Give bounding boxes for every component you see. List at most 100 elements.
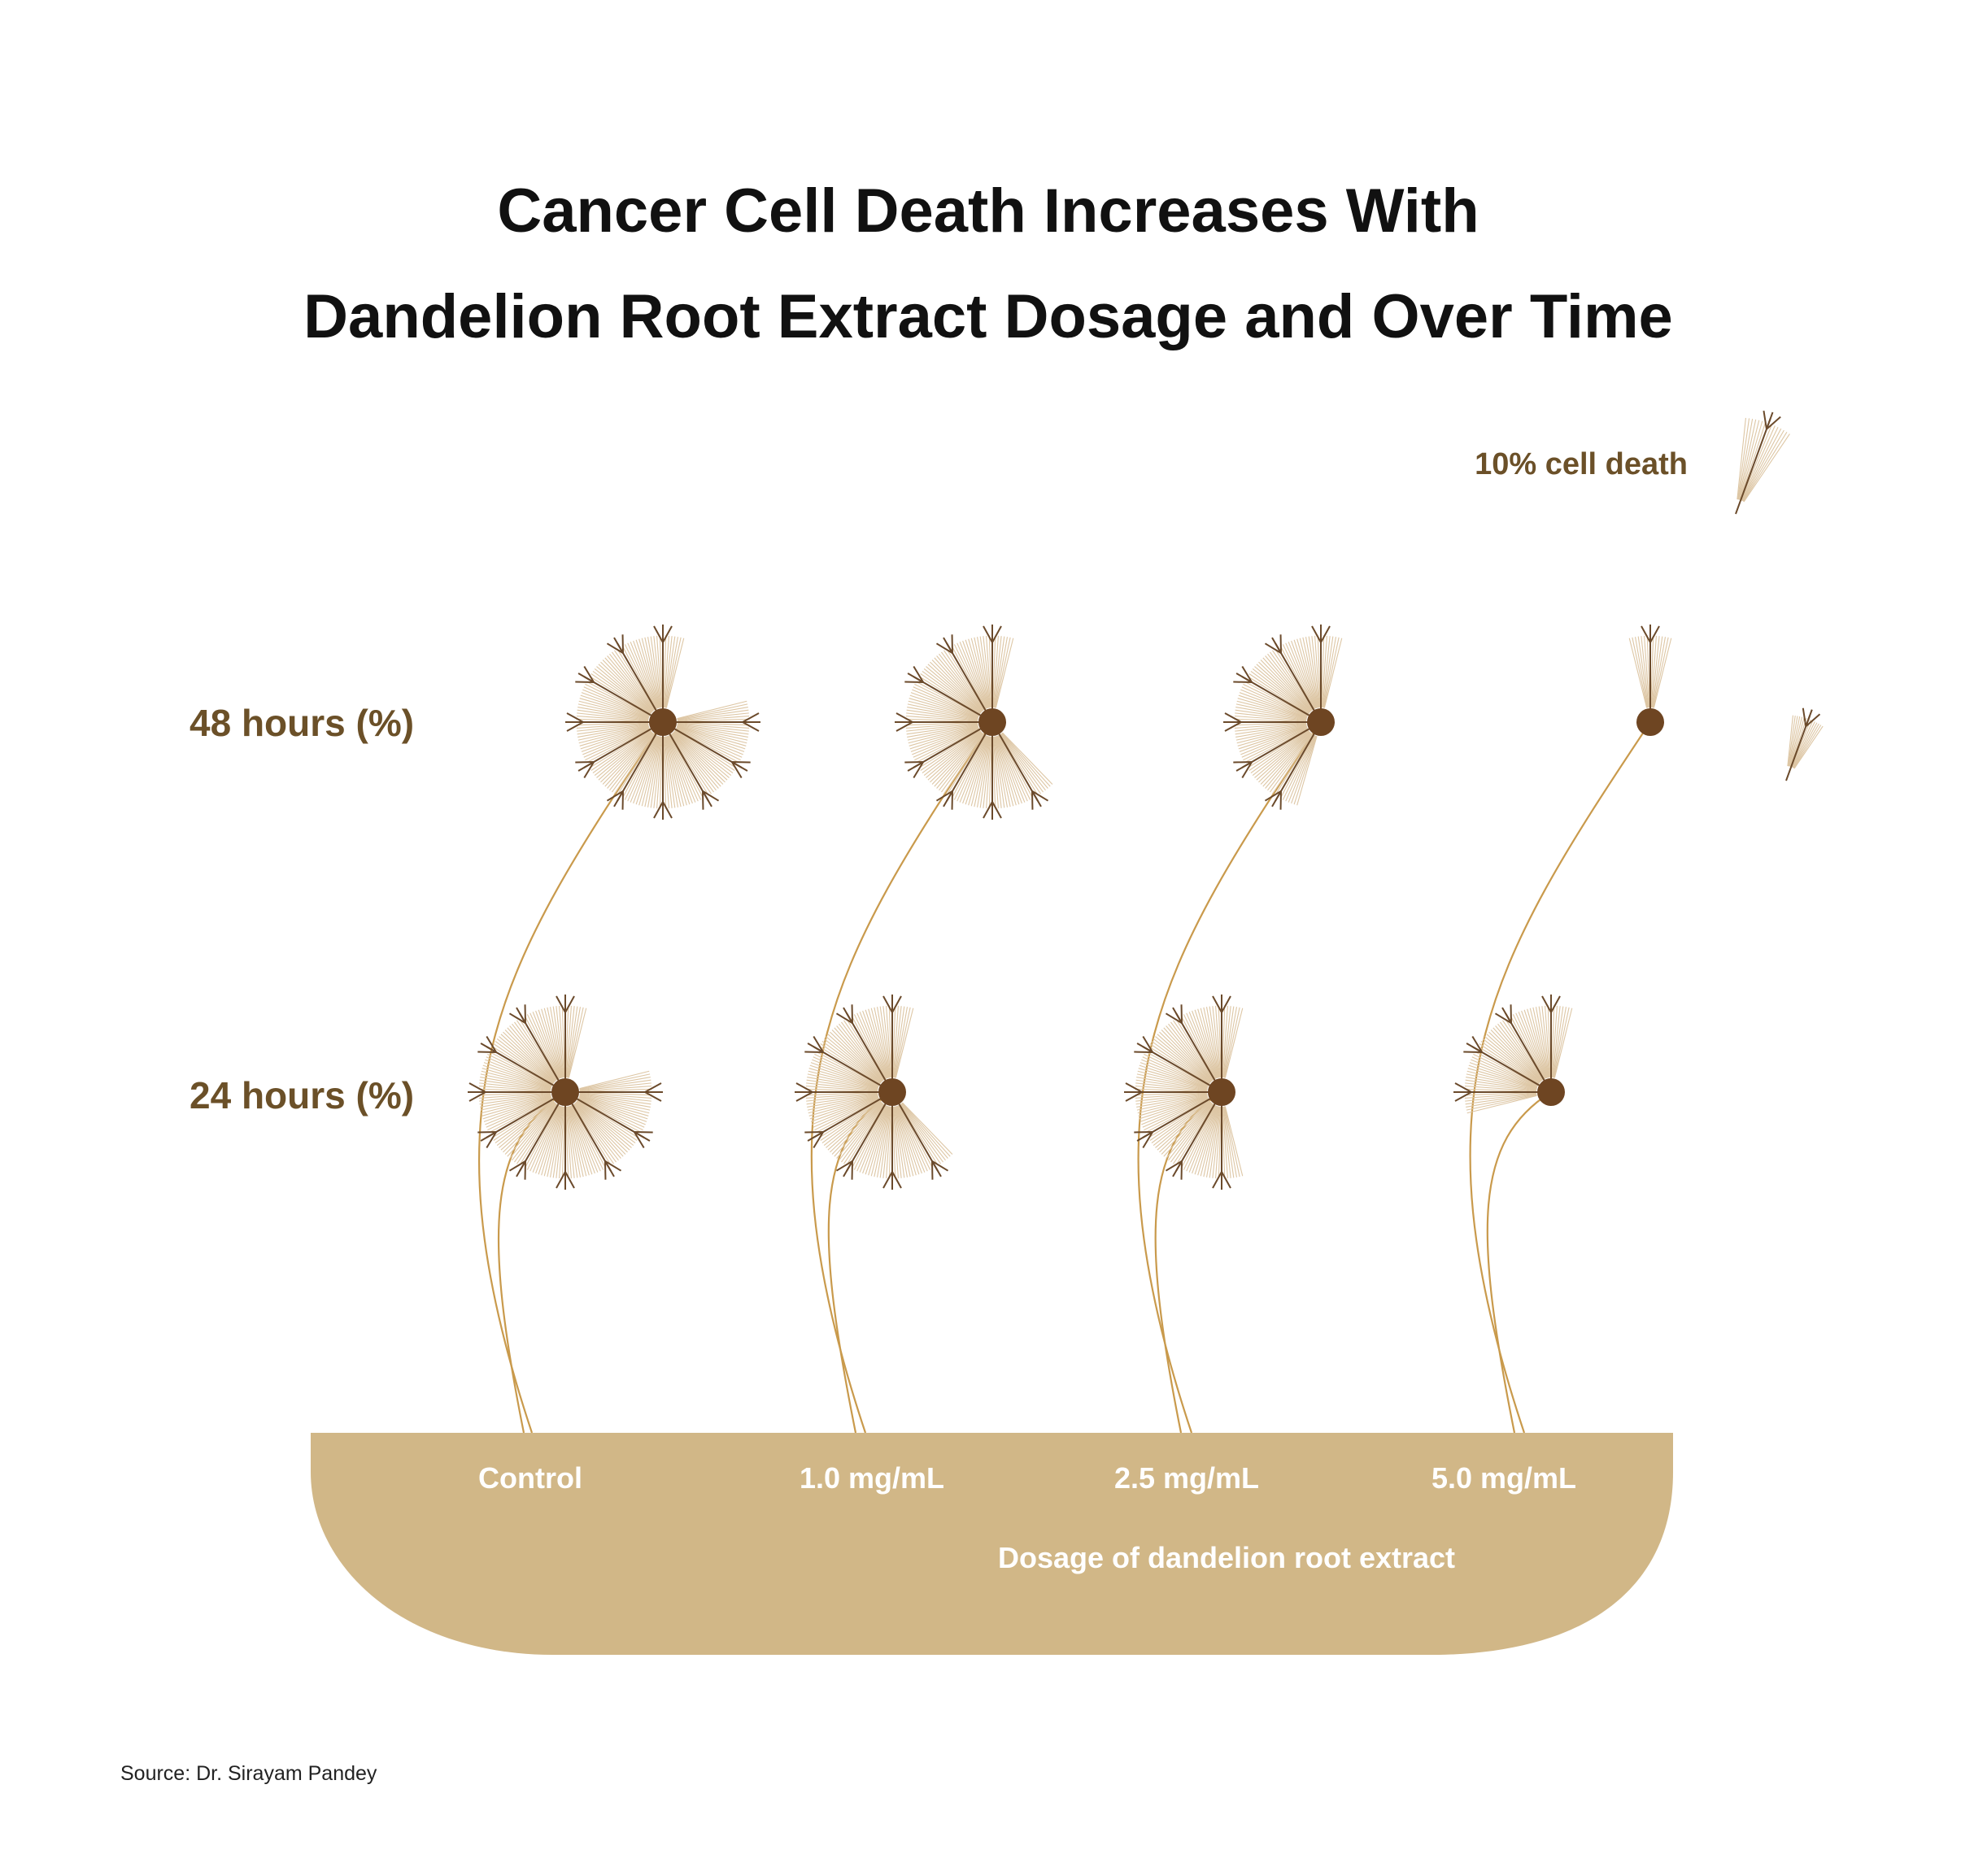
- seed: [564, 1091, 645, 1138]
- seed-tip: [1264, 634, 1282, 654]
- seed: [662, 721, 709, 802]
- seed-tip: [477, 1035, 497, 1053]
- seed-tip: [1031, 790, 1049, 810]
- chart-title-line-2: Dandelion Root Extract Dosage and Over T…: [303, 282, 1673, 351]
- seed-tip: [983, 801, 1002, 820]
- seed-tip: [575, 665, 595, 683]
- category-label-control: Control: [478, 1461, 582, 1495]
- seed-tip: [983, 625, 1002, 643]
- row-label-48h: 48 hours (%): [190, 702, 414, 744]
- legend-label: 10% cell death: [1475, 447, 1688, 481]
- seed-tip: [1134, 1035, 1153, 1053]
- seed-fan: [1464, 1070, 1537, 1114]
- seed-fan: [1138, 1095, 1212, 1153]
- stem: [477, 721, 664, 1434]
- seed-tip: [606, 634, 624, 654]
- seed-fan: [1787, 715, 1824, 769]
- seed-tip: [1233, 665, 1253, 683]
- seed: [1275, 721, 1322, 802]
- seed: [913, 676, 993, 723]
- seed-tip: [1264, 790, 1282, 810]
- seed-tip: [606, 790, 624, 810]
- seed-fan: [673, 725, 747, 783]
- seed: [486, 1046, 566, 1093]
- seed-tip: [1463, 1035, 1483, 1053]
- seed-fan: [677, 700, 750, 744]
- seed: [519, 1012, 566, 1093]
- seed-tip: [556, 995, 575, 1013]
- row-label-24h: 24 hours (%): [190, 1074, 414, 1116]
- seed-tip: [731, 761, 751, 779]
- seed: [891, 1091, 939, 1172]
- seed-tip: [882, 995, 902, 1013]
- seed-tip: [1134, 1131, 1153, 1149]
- dandelion-head: [895, 625, 1053, 820]
- dandelion-head: [1628, 625, 1672, 736]
- seed: [946, 642, 993, 723]
- seed-tip: [653, 801, 673, 820]
- seed-head-center: [1636, 708, 1664, 736]
- seed: [991, 721, 1039, 802]
- seed: [1275, 642, 1322, 723]
- stem: [827, 1091, 893, 1434]
- seed-fan: [478, 1070, 551, 1114]
- stem: [810, 721, 993, 1434]
- stem: [1486, 1091, 1552, 1434]
- seed: [1175, 1012, 1222, 1093]
- legend-seed-icon: [1735, 410, 1790, 515]
- seed-tip: [935, 790, 953, 810]
- seed-fan: [1161, 1008, 1218, 1082]
- seed-tip: [575, 761, 595, 779]
- seed: [846, 1012, 893, 1093]
- seed: [1175, 1091, 1222, 1172]
- seed: [583, 721, 664, 768]
- seed-tip: [835, 1004, 853, 1024]
- seed-tip: [935, 634, 953, 654]
- seed-tip: [1311, 625, 1331, 643]
- seed: [583, 676, 664, 723]
- seed: [913, 721, 993, 768]
- seed: [1241, 676, 1322, 723]
- seed: [617, 721, 664, 802]
- seed: [1471, 1046, 1552, 1093]
- dandelion-head: [468, 995, 663, 1190]
- seed-tip: [1802, 707, 1821, 728]
- seed: [846, 1091, 893, 1172]
- seed-tip: [742, 712, 760, 732]
- seed: [486, 1091, 566, 1138]
- seed-tip: [804, 1035, 824, 1053]
- seed-tip: [1212, 995, 1231, 1013]
- seed-tip: [795, 1082, 813, 1102]
- dandelion-head: [1453, 995, 1573, 1114]
- seed-tip: [904, 761, 924, 779]
- seed-fan: [504, 1102, 562, 1176]
- stems: [477, 721, 1651, 1434]
- seed: [1785, 715, 1811, 781]
- stem: [1469, 721, 1651, 1434]
- seed-tip: [804, 1131, 824, 1149]
- seed: [946, 721, 993, 802]
- seed-tip: [835, 1160, 853, 1180]
- stem: [497, 1091, 566, 1434]
- seed-tip: [508, 1004, 526, 1024]
- seed-tip: [1223, 712, 1242, 732]
- seed-tip: [882, 1171, 902, 1190]
- seed-tip: [1124, 1082, 1143, 1102]
- seed-tip: [1494, 1004, 1512, 1024]
- seed-head-center: [1307, 708, 1335, 736]
- seed: [1142, 1046, 1222, 1093]
- x-axis-label: Dosage of dandelion root extract: [998, 1541, 1455, 1574]
- seed-fan: [1135, 1070, 1208, 1114]
- seed-fan: [543, 1005, 587, 1078]
- seed-tip: [604, 1160, 622, 1180]
- seed-fan: [895, 1102, 953, 1176]
- dandelion-head: [795, 995, 953, 1190]
- seed-fan: [805, 1070, 878, 1114]
- seed-tip: [1641, 625, 1660, 643]
- seed-head-center: [649, 708, 677, 736]
- category-label-2-5: 2.5 mg/mL: [1114, 1461, 1259, 1495]
- seed-fan: [870, 1005, 914, 1078]
- seed-tip: [556, 1171, 575, 1190]
- seed: [1142, 1091, 1222, 1138]
